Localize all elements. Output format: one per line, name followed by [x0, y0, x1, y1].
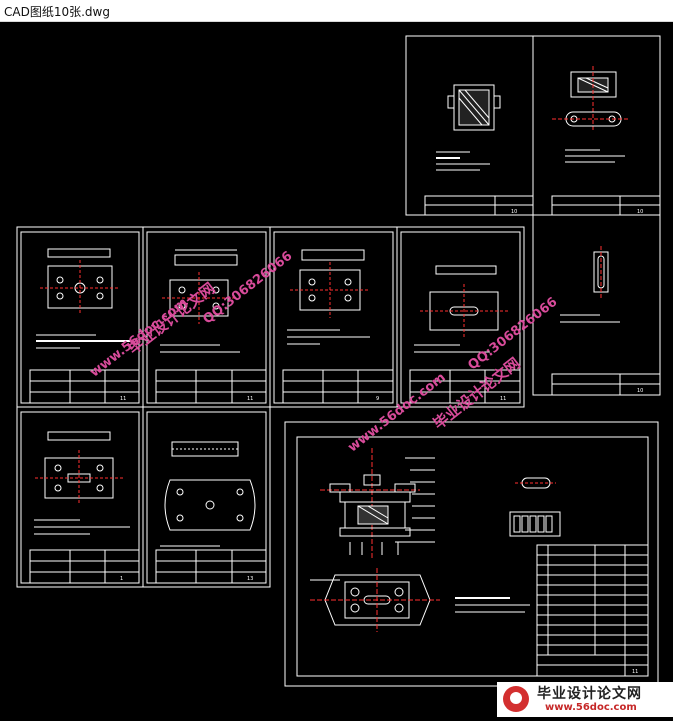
sheet-top-left-number: 10 [511, 209, 517, 215]
footer-logo: 毕业设计论文网 www.56doc.com [497, 682, 673, 717]
sheet-top-right[interactable]: 10 [532, 35, 661, 216]
sheet-4-number: 11 [500, 396, 506, 402]
sheet-2-number: 11 [247, 396, 253, 402]
sheet-top-left[interactable]: 10 [405, 35, 534, 216]
sheet-1[interactable]: 11 [16, 226, 144, 408]
sheet-3[interactable]: 9 [269, 226, 398, 408]
drawing-canvas[interactable]: 10 10 10 [0, 22, 673, 717]
logo-text: 毕业设计论文网 [537, 686, 642, 702]
sheet-1-number: 11 [120, 396, 126, 402]
logo-url: www.56doc.com [545, 702, 637, 713]
sheet-right-mid[interactable]: 10 [532, 214, 661, 396]
sheet-5[interactable]: 1 [16, 406, 144, 588]
sheet-6[interactable]: 13 [142, 406, 271, 588]
sheet-top-right-number: 10 [637, 209, 643, 215]
sheet-assembly-number: 11 [632, 669, 638, 675]
sheet-3-number: 9 [376, 396, 379, 402]
logo-icon [503, 686, 529, 712]
window-title: CAD图纸10张.dwg [4, 5, 110, 19]
sheet-assembly[interactable]: 11 [284, 421, 659, 687]
window-titlebar: CAD图纸10张.dwg [0, 0, 673, 22]
sheet-4[interactable]: 11 [396, 226, 525, 408]
sheet-6-number: 13 [247, 576, 253, 582]
sheet-5-number: 1 [120, 576, 123, 582]
sheet-right-mid-number: 10 [637, 388, 643, 394]
